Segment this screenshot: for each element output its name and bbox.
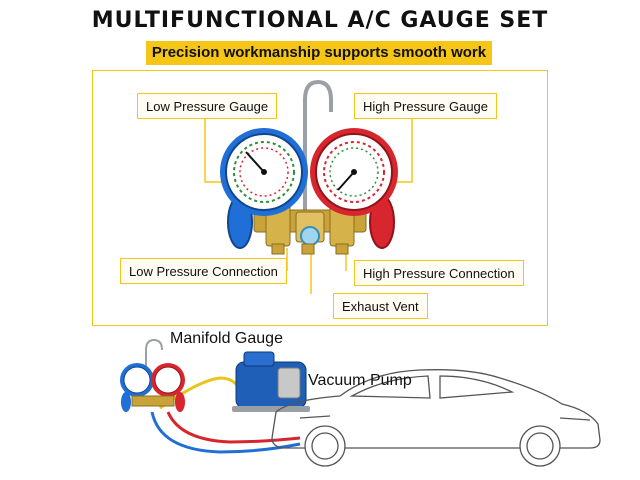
page-title: MULTIFUNCTIONAL A/C GAUGE SET	[91, 8, 549, 33]
subtitle-banner: Precision workmanship supports smooth wo…	[146, 41, 492, 65]
sight-glass	[300, 226, 320, 246]
vacuum-pump-label: Vacuum Pump	[308, 372, 412, 389]
low-pressure-gauge-label: Low Pressure Gauge	[137, 93, 278, 119]
high-pressure-connection-label: High Pressure Connection	[354, 260, 524, 286]
hook	[303, 79, 333, 212]
small-manifold-gauge	[120, 338, 185, 412]
high-pressure-gauge-dial	[310, 128, 398, 216]
low-pressure-gauge-dial	[220, 128, 308, 216]
car-outline	[271, 369, 601, 467]
exhaust-vent-label: Exhaust Vent	[333, 293, 428, 319]
manifold-gauge-label: Manifold Gauge	[170, 330, 283, 347]
low-pressure-connection-label: Low Pressure Connection	[120, 258, 287, 284]
high-pressure-gauge-label: High Pressure Gauge	[354, 93, 498, 119]
vacuum-pump	[232, 351, 310, 412]
callout-frame	[92, 70, 548, 326]
